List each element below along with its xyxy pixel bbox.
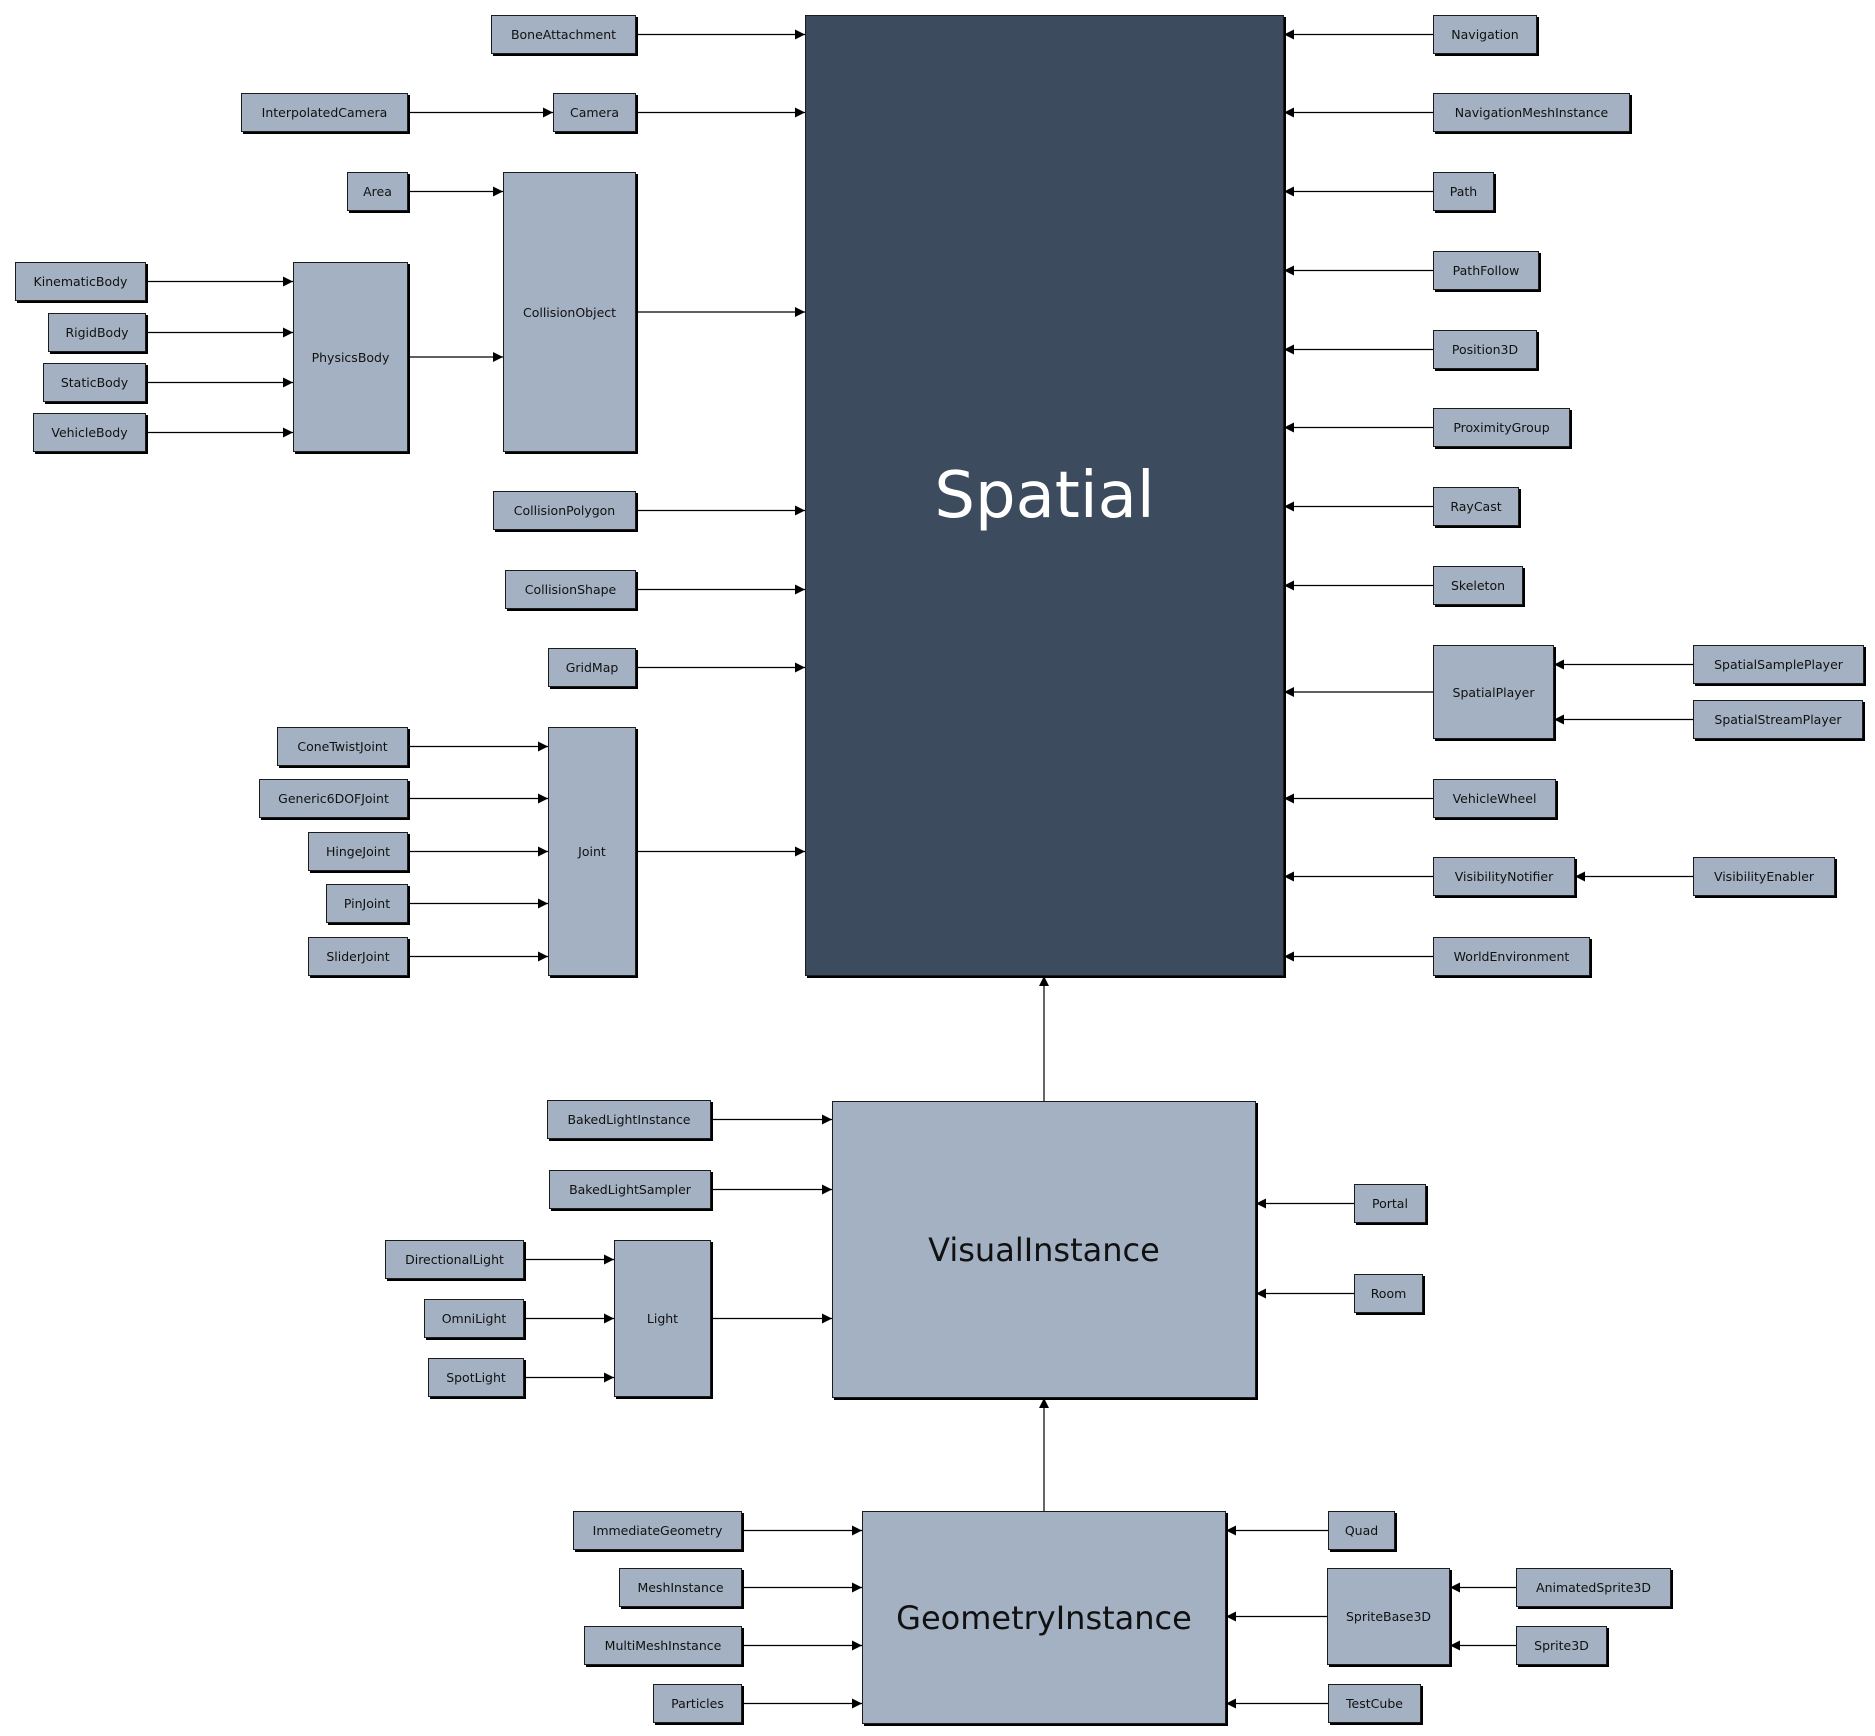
node-spatialsampleplayer: SpatialSamplePlayer bbox=[1693, 645, 1864, 684]
node-proximitygroup: ProximityGroup bbox=[1433, 408, 1570, 447]
node-raycast: RayCast bbox=[1433, 487, 1519, 526]
node-multimeshinstance: MultiMeshInstance bbox=[584, 1626, 742, 1665]
node-testcube: TestCube bbox=[1328, 1684, 1421, 1723]
node-vehiclebody: VehicleBody bbox=[33, 413, 146, 452]
node-bakedlightsampler: BakedLightSampler bbox=[549, 1170, 711, 1209]
node-position3d: Position3D bbox=[1433, 330, 1537, 369]
node-immediategeometry: ImmediateGeometry bbox=[573, 1511, 742, 1550]
node-joint: Joint bbox=[548, 727, 636, 976]
node-visualinstance: VisualInstance bbox=[832, 1101, 1256, 1398]
node-interpolatedcamera: InterpolatedCamera bbox=[241, 93, 408, 132]
node-staticbody: StaticBody bbox=[43, 363, 146, 402]
node-quad: Quad bbox=[1328, 1511, 1395, 1550]
node-area: Area bbox=[347, 172, 408, 211]
node-physicsbody: PhysicsBody bbox=[293, 262, 408, 452]
node-collisionshape: CollisionShape bbox=[505, 570, 636, 609]
node-visibilityenabler: VisibilityEnabler bbox=[1693, 857, 1835, 896]
node-spritebase3d: SpriteBase3D bbox=[1327, 1568, 1450, 1665]
node-hingejoint: HingeJoint bbox=[308, 832, 408, 871]
node-vehiclewheel: VehicleWheel bbox=[1433, 779, 1556, 818]
node-bakedlightinstance: BakedLightInstance bbox=[547, 1100, 711, 1139]
node-generic6dofjoint: Generic6DOFJoint bbox=[259, 779, 408, 818]
node-room: Room bbox=[1354, 1274, 1423, 1313]
node-collisionpolygon: CollisionPolygon bbox=[493, 491, 636, 530]
node-meshinstance: MeshInstance bbox=[619, 1568, 742, 1607]
node-sprite3d: Sprite3D bbox=[1516, 1626, 1607, 1665]
node-visibilitynotifier: VisibilityNotifier bbox=[1433, 857, 1575, 896]
node-skeleton: Skeleton bbox=[1433, 566, 1523, 605]
node-gridmap: GridMap bbox=[548, 648, 636, 687]
node-geometryinstance: GeometryInstance bbox=[862, 1511, 1226, 1724]
node-spotlight: SpotLight bbox=[428, 1358, 524, 1397]
node-portal: Portal bbox=[1354, 1184, 1426, 1223]
node-camera: Camera bbox=[553, 93, 636, 132]
node-navigationmeshinstance: NavigationMeshInstance bbox=[1433, 93, 1630, 132]
node-directionallight: DirectionalLight bbox=[385, 1240, 524, 1279]
node-spatialplayer: SpatialPlayer bbox=[1433, 645, 1554, 739]
node-sliderjoint: SliderJoint bbox=[308, 937, 408, 976]
node-rigidbody: RigidBody bbox=[48, 313, 146, 352]
node-pinjoint: PinJoint bbox=[326, 884, 408, 923]
node-worldenvironment: WorldEnvironment bbox=[1433, 937, 1590, 976]
node-pathfollow: PathFollow bbox=[1433, 251, 1539, 290]
node-boneattachment: BoneAttachment bbox=[491, 15, 636, 54]
node-animatedsprite3d: AnimatedSprite3D bbox=[1516, 1568, 1671, 1607]
node-omnilight: OmniLight bbox=[424, 1299, 524, 1338]
node-collisionobject: CollisionObject bbox=[503, 172, 636, 452]
node-particles: Particles bbox=[653, 1684, 742, 1723]
node-navigation: Navigation bbox=[1433, 15, 1537, 54]
node-spatial: Spatial bbox=[805, 15, 1284, 976]
node-path: Path bbox=[1433, 172, 1494, 211]
node-spatialstreamplayer: SpatialStreamPlayer bbox=[1693, 700, 1863, 739]
node-light: Light bbox=[614, 1240, 711, 1397]
node-conetwistjoint: ConeTwistJoint bbox=[277, 727, 408, 766]
node-kinematicbody: KinematicBody bbox=[15, 262, 146, 301]
